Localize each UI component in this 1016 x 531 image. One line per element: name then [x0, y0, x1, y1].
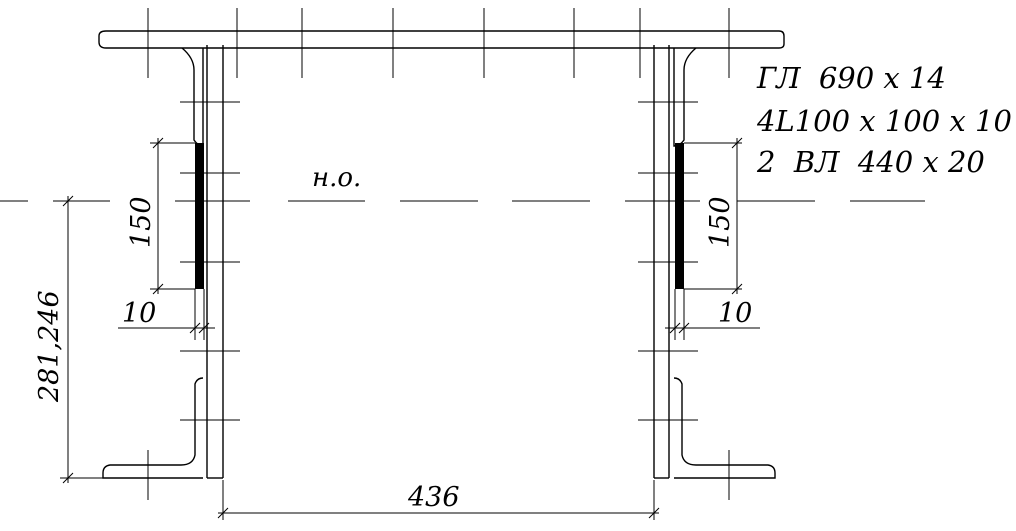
right-side-plate [675, 143, 684, 289]
neutral-axis-label: н.о. [312, 163, 361, 193]
dimension-width-label: 436 [407, 482, 460, 513]
annotation-line-2: 4L100 x 100 x 10 [756, 104, 1012, 138]
dimension-left-plate [150, 137, 195, 295]
bottom-right-angle [673, 377, 776, 479]
annotation-line-1: ГЛ 690 x 14 [756, 61, 946, 95]
dimension-left-gap [118, 289, 215, 340]
dimension-depth-label: 281,246 [34, 290, 65, 403]
dimension-right-plate-label: 150 [705, 196, 736, 248]
dimension-width [217, 480, 660, 520]
annotation-line-3: 2 ВЛ 440 x 20 [756, 145, 985, 179]
dimension-left-gap-label: 10 [122, 298, 156, 329]
section-annotation: ГЛ 690 x 14 4L100 x 100 x 10 2 ВЛ 440 x … [756, 61, 1012, 179]
bottom-left-angle [102, 377, 204, 479]
top-plate [98, 30, 785, 49]
top-left-angle [181, 47, 204, 147]
dimension-depth [60, 195, 110, 484]
dimension-left-plate-label: 150 [126, 196, 157, 248]
top-right-angle [673, 47, 697, 147]
dimension-right-gap [665, 289, 760, 340]
bolt-marks [147, 8, 730, 500]
left-side-plate [195, 143, 204, 289]
dimension-right-gap-label: 10 [718, 298, 752, 329]
dimension-right-plate [684, 137, 743, 295]
